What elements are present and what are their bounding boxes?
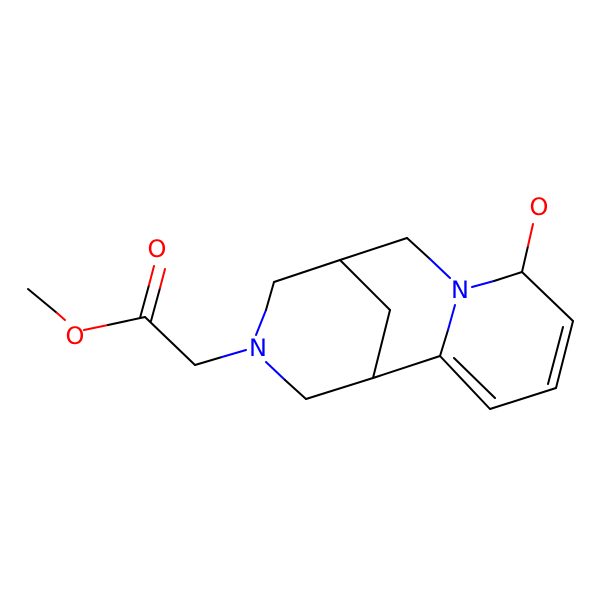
bond-ether-oxygen-to-carbonyl-carbon [107,316,146,326]
bond-methyl-to-ether-oxygen [27,288,58,314]
bond-carbonyl-double-b-red [159,268,166,289]
bond-lower-bridgehead-to-pyridone-carbon [372,355,441,379]
methyl-ester-group [27,265,247,366]
bond-amine-to-upper-carbon [265,281,275,311]
bond-alkene-double-inner [547,326,564,385]
bond-bridgehead-to-bridge [339,259,391,311]
bond-ring-double-outer [439,355,491,410]
ester-ether-oxygen-label: O [66,322,85,350]
bond-pyridone-carbonyl-carbon-to-oxygen [521,245,529,273]
ester-carbonyl-oxygen-label: O [148,235,167,263]
bond-ring-double-inner [453,357,496,399]
bond-carbonyl-carbon-to-alkene-carbon [521,271,574,322]
bond-ether-oxygen-to-carbonyl-carbon-red [83,324,109,331]
atom-labels: O O N N O [66,193,549,362]
bond-methylene-to-amine [194,356,223,366]
bicyclic-ring-system [255,237,451,400]
bond-carbonyl-double-b [150,287,161,322]
bond-pyridone-carbon-to-nitrogen [439,329,449,357]
bond-pyridone-carbonyl-carbon-to-oxygen-red [527,223,534,247]
amine-nitrogen-label: N [249,334,267,362]
bond-bridgehead-to-methylene [339,237,408,261]
bond-carbonyl-carbon-to-methylene [144,316,196,366]
pyridone-oxygen-label: O [530,193,549,221]
bond-carbonyl-double-a-red [148,265,155,286]
bond-lower-carbon-to-lower-bridgehead [305,377,374,400]
bond-carbonyl-double-a [139,284,150,319]
bond-alkene-carbon-to-ring-carbon [489,387,557,410]
pyridone-nitrogen-label: N [451,276,469,304]
bond-upper-carbon-to-bridgehead [273,259,341,283]
bond-methylene-to-pyridone-nitrogen [406,237,431,260]
bond-pyridone-carbon-to-nitrogen-blue [447,304,456,331]
bond-alkene-double-outer [555,320,574,389]
bond-methyl-to-ether-oxygen-red [56,312,66,321]
bond-methylene-to-pyridone-nitrogen-blue [429,258,451,279]
bond-nitrogen-to-carbonyl-carbon [493,271,523,282]
bond-methylene-to-amine-blue [221,349,247,358]
bond-amine-to-upper-carbon-blue [255,309,267,336]
bond-nitrogen-to-carbonyl-carbon-blue [471,280,495,288]
pyridone-ring [439,223,574,410]
bond-amine-to-lower-carbon-blue [265,361,286,381]
bond-bridge-to-lower-bridgehead [372,309,391,379]
bond-amine-to-lower-carbon [284,379,307,400]
